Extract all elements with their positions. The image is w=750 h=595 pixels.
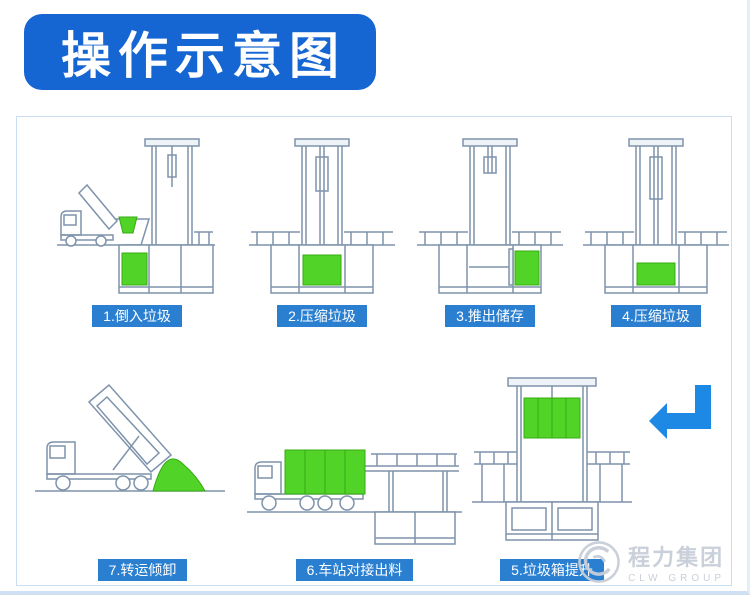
step-5-figure: 5.垃圾箱提升 [472, 370, 632, 581]
brand-watermark: 程力集团 CLW GROUP [576, 539, 725, 585]
step-4-label: 4.压缩垃圾 [611, 305, 701, 327]
step-2-label: 2.压缩垃圾 [277, 305, 367, 327]
step-2-figure: 2.压缩垃圾 [247, 129, 397, 327]
step-1-figure: 1.倒入垃圾 [57, 129, 217, 327]
step-4-figure: 4.压缩垃圾 [581, 129, 731, 327]
step-6-label: 6.车站对接出料 [295, 559, 414, 581]
watermark-brand-sub: CLW GROUP [628, 573, 725, 584]
page-title: 操作示意图 [61, 28, 346, 84]
diagram-panel: 1.倒入垃圾 [16, 116, 732, 586]
step-7-label: 7.转运倾卸 [97, 559, 188, 581]
step-5-label: 5.垃圾箱提升 [500, 559, 604, 581]
garbage-box-lifting-illustration [472, 377, 632, 541]
page-title-badge: 操作示意图 [24, 14, 376, 90]
step-7-figure: 7.转运倾卸 [35, 370, 250, 581]
dump-in-garbage-illustration [57, 138, 215, 294]
step-1-label: 1.倒入垃圾 [92, 305, 182, 327]
transfer-dumping-illustration [35, 383, 225, 492]
station-docking-discharge-illustration [247, 449, 462, 545]
watermark-text: 程力集团 CLW GROUP [628, 540, 725, 584]
flow-direction-arrow-icon [649, 385, 711, 439]
step-6-figure: 6.车站对接出料 [247, 370, 462, 581]
step-3-label: 3.推出储存 [445, 305, 535, 327]
step-3-figure: 3.推出储存 [415, 129, 565, 327]
push-out-storage-illustration [417, 138, 563, 294]
compress-garbage-again-illustration [583, 138, 729, 294]
watermark-brand-name: 程力集团 [628, 545, 725, 570]
compress-garbage-illustration [249, 138, 395, 294]
clw-logo-icon [578, 541, 620, 583]
